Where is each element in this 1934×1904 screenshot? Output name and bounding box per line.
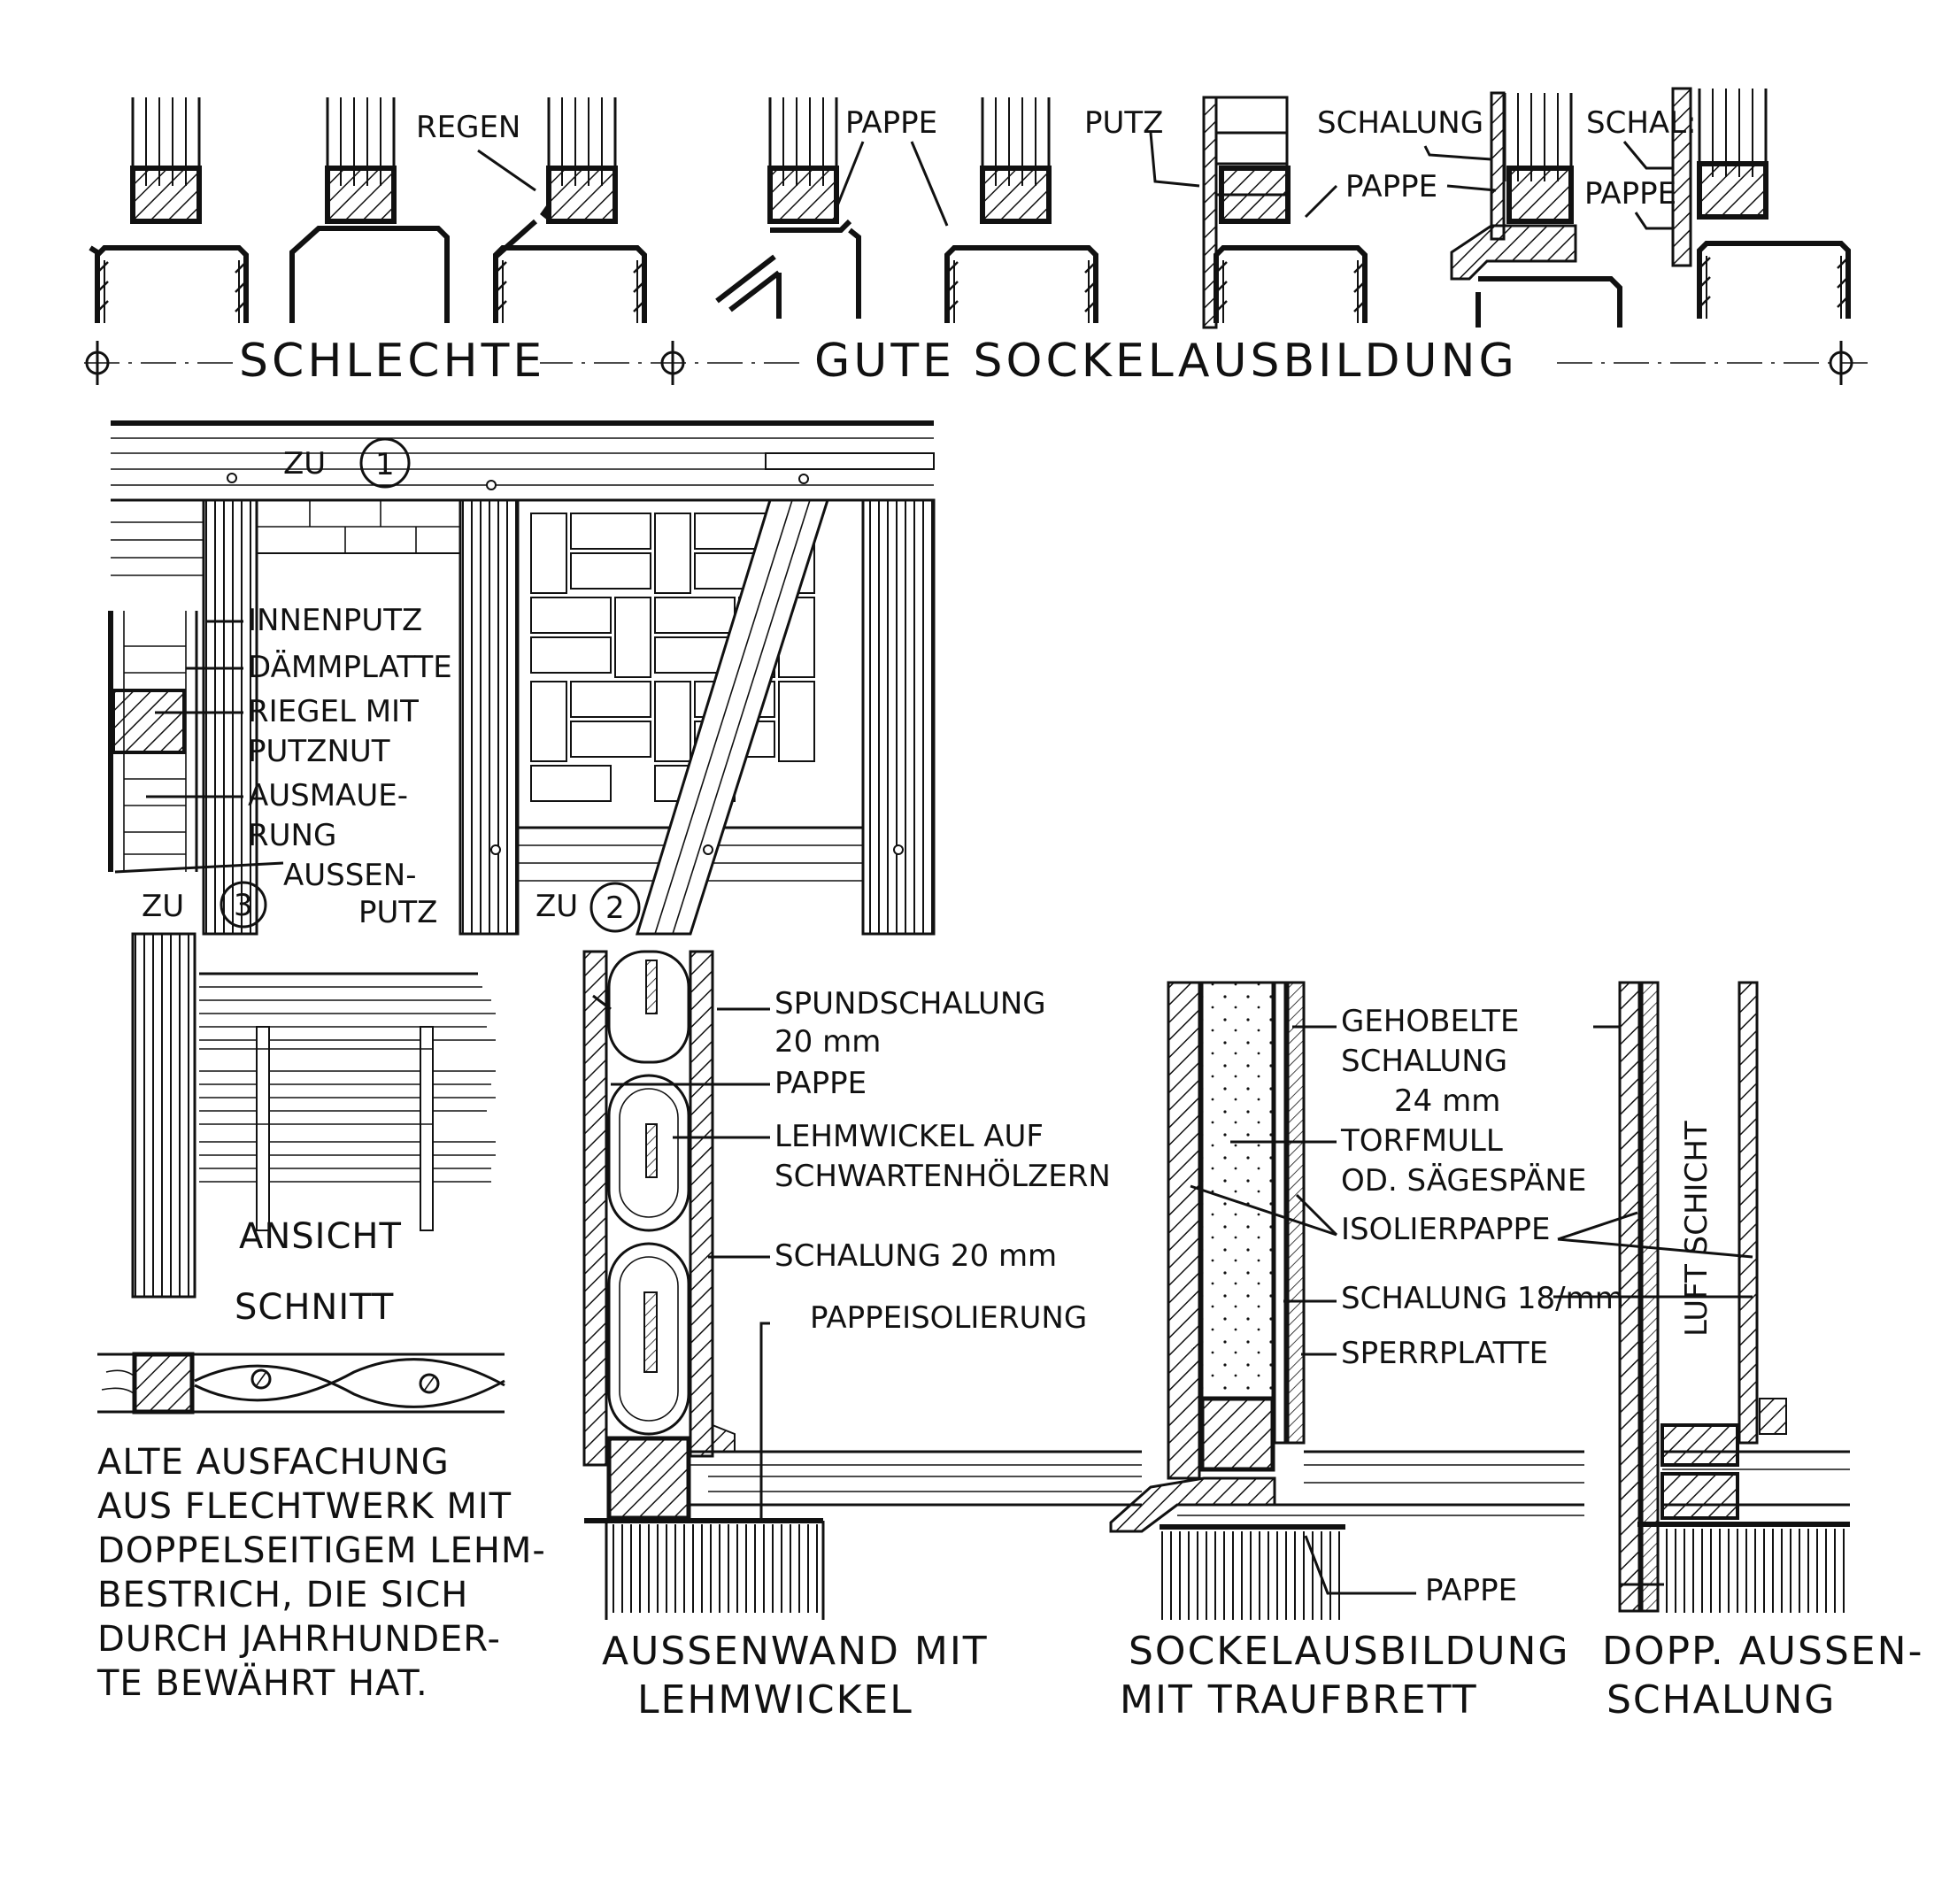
layer-label-3: PUTZNUT [248, 734, 390, 769]
section-a-caption-2: LEHMWICKEL [637, 1677, 913, 1723]
label-pappe-2: PAPPE [1345, 169, 1437, 204]
section-a-label-2: PAPPE [774, 1066, 867, 1101]
section-traufbrett: GEHOBELTE SCHALUNG 24 mm TORFMULL OD. SÄ… [1109, 981, 1624, 1723]
label-ansicht: ANSICHT [239, 1216, 402, 1257]
plinth-detail-good-4 [1450, 91, 1622, 328]
section-b-label-0: GEHOBELTE [1341, 1004, 1519, 1039]
ref-3-number: 3 [234, 888, 253, 923]
section-a-label-4: SCHWARTENHÖLZERN [774, 1158, 1111, 1194]
section-doppelte-aussenschalung: LUFT SCHICHT DOPP. AUSSEN- SCHALUNG [1553, 981, 1923, 1723]
layer-label-6: AUSSEN- [283, 858, 417, 893]
section-a-label-0: SPUNDSCHALUNG [774, 986, 1046, 1021]
plinth-detail-good-1 [715, 96, 861, 319]
section-b-label-2: 24 mm [1394, 1083, 1500, 1119]
ref-1-number: 1 [375, 447, 395, 482]
axis-marker-mid [660, 341, 685, 385]
ref-zu-3-label: ZU [142, 889, 184, 924]
luft-schicht-label: LUFT SCHICHT [1679, 1121, 1714, 1337]
section-b-caption-2: MIT TRAUFBRETT [1120, 1677, 1478, 1723]
plinth-detail-bad-3 [496, 96, 644, 323]
post-middle [458, 498, 520, 936]
plinth-detail-good-5 [1671, 87, 1848, 319]
left-boarding [111, 521, 204, 576]
label-schalung: SCHALUNG [1317, 105, 1483, 141]
label-pappe-1: PAPPE [845, 105, 937, 141]
section-b-caption-1: SOCKELAUSBILDUNG [1129, 1629, 1569, 1674]
axis-marker-right [1829, 341, 1853, 385]
note-line-1: AUS FLECHTWERK MIT [97, 1486, 512, 1527]
section-lehmwickel: SPUNDSCHALUNG 20 mm PAPPE LEHMWICKEL AUF… [582, 950, 1142, 1723]
plinth-detail-bad-2 [289, 96, 450, 323]
section-b-label-7: SPERRPLATTE [1341, 1336, 1548, 1371]
note-line-0: ALTE AUSFACHUNG [97, 1442, 450, 1483]
plinth-detail-bad-1 [89, 96, 246, 323]
section-c-caption-1: DOPP. AUSSEN- [1602, 1629, 1923, 1674]
note-line-4: DURCH JAHRHUNDER- [97, 1619, 501, 1660]
layer-label-2: RIEGEL MIT [248, 694, 419, 729]
post-left [202, 498, 258, 936]
section-a-caption-1: AUSSENWAND MIT [602, 1629, 989, 1674]
label-regen: REGEN [416, 110, 520, 145]
ref-zu-1-label: ZU [283, 446, 326, 482]
note-line-2: DOPPELSEITIGEM LEHM- [97, 1530, 546, 1571]
layer-label-7: PUTZ [358, 895, 437, 930]
post-right [861, 498, 936, 936]
section-b-label-5: ISOLIERPAPPE [1341, 1212, 1551, 1247]
section-b-label-4: OD. SÄGESPÄNE [1341, 1163, 1586, 1199]
label-pappe-3: PAPPE [1584, 176, 1676, 212]
section-b-label-6: SCHALUNG 18/mm [1341, 1281, 1624, 1316]
note-line-3: BESTRICH, DIE SICH [97, 1575, 468, 1615]
brick-infill-stretcher [256, 499, 461, 554]
wattle-section [97, 1352, 505, 1415]
section-b-label-3: TORFMULL [1340, 1123, 1503, 1159]
wall-section-layers [108, 611, 198, 872]
ref-2-circle [589, 882, 641, 933]
wattle-detail: ANSICHT SCHNITT ALTE AUSFACHUNG AUS FLEC… [96, 932, 546, 1704]
wattle-elevation-lines [199, 972, 496, 1231]
section-b-label-1: SCHALUNG [1341, 1044, 1507, 1079]
caption-gute-sockelausbildung: GUTE SOCKELAUSBILDUNG [814, 335, 1518, 388]
label-schal: SCHAL: [1586, 105, 1697, 141]
ref-2-number: 2 [605, 890, 625, 926]
section-c-caption-2: SCHALUNG [1607, 1677, 1836, 1723]
note-line-5: TE BEWÄHRT HAT. [96, 1661, 428, 1704]
plinth-detail-good-2 [947, 96, 1096, 323]
label-schnitt: SCHNITT [235, 1287, 394, 1328]
section-a-label-5: SCHALUNG 20 mm [774, 1238, 1057, 1274]
ref-1-circle [359, 437, 411, 489]
plinth-detail-good-3 [1202, 96, 1365, 329]
axis-marker-left [85, 341, 110, 385]
timber-frame-elevation: ZU 1 [108, 420, 936, 936]
top-beam [111, 420, 935, 502]
layer-label-0: INNENPUTZ [248, 603, 422, 638]
section-a-label-6: PAPPEISOLIERUNG [810, 1300, 1087, 1336]
layer-label-1: DÄMMPLATTE [248, 650, 452, 685]
ref-3-circle [220, 881, 267, 929]
layer-label-4: AUSMAUE- [248, 778, 408, 813]
section-a-label-3: LEHMWICKEL AUF [774, 1119, 1044, 1154]
plinth-details-row: REGEN PAPPE PUTZ SCHALUNG PAPPE SCHAL: P… [84, 87, 1868, 389]
section-b-label-8: PAPPE [1425, 1573, 1517, 1608]
ref-zu-2-label: ZU [536, 889, 578, 924]
caption-schlechte: SCHLECHTE [239, 335, 545, 388]
section-a-label-1: 20 mm [774, 1024, 881, 1060]
diagonal-brace [635, 498, 830, 936]
layer-label-5: RUNG [248, 818, 336, 853]
